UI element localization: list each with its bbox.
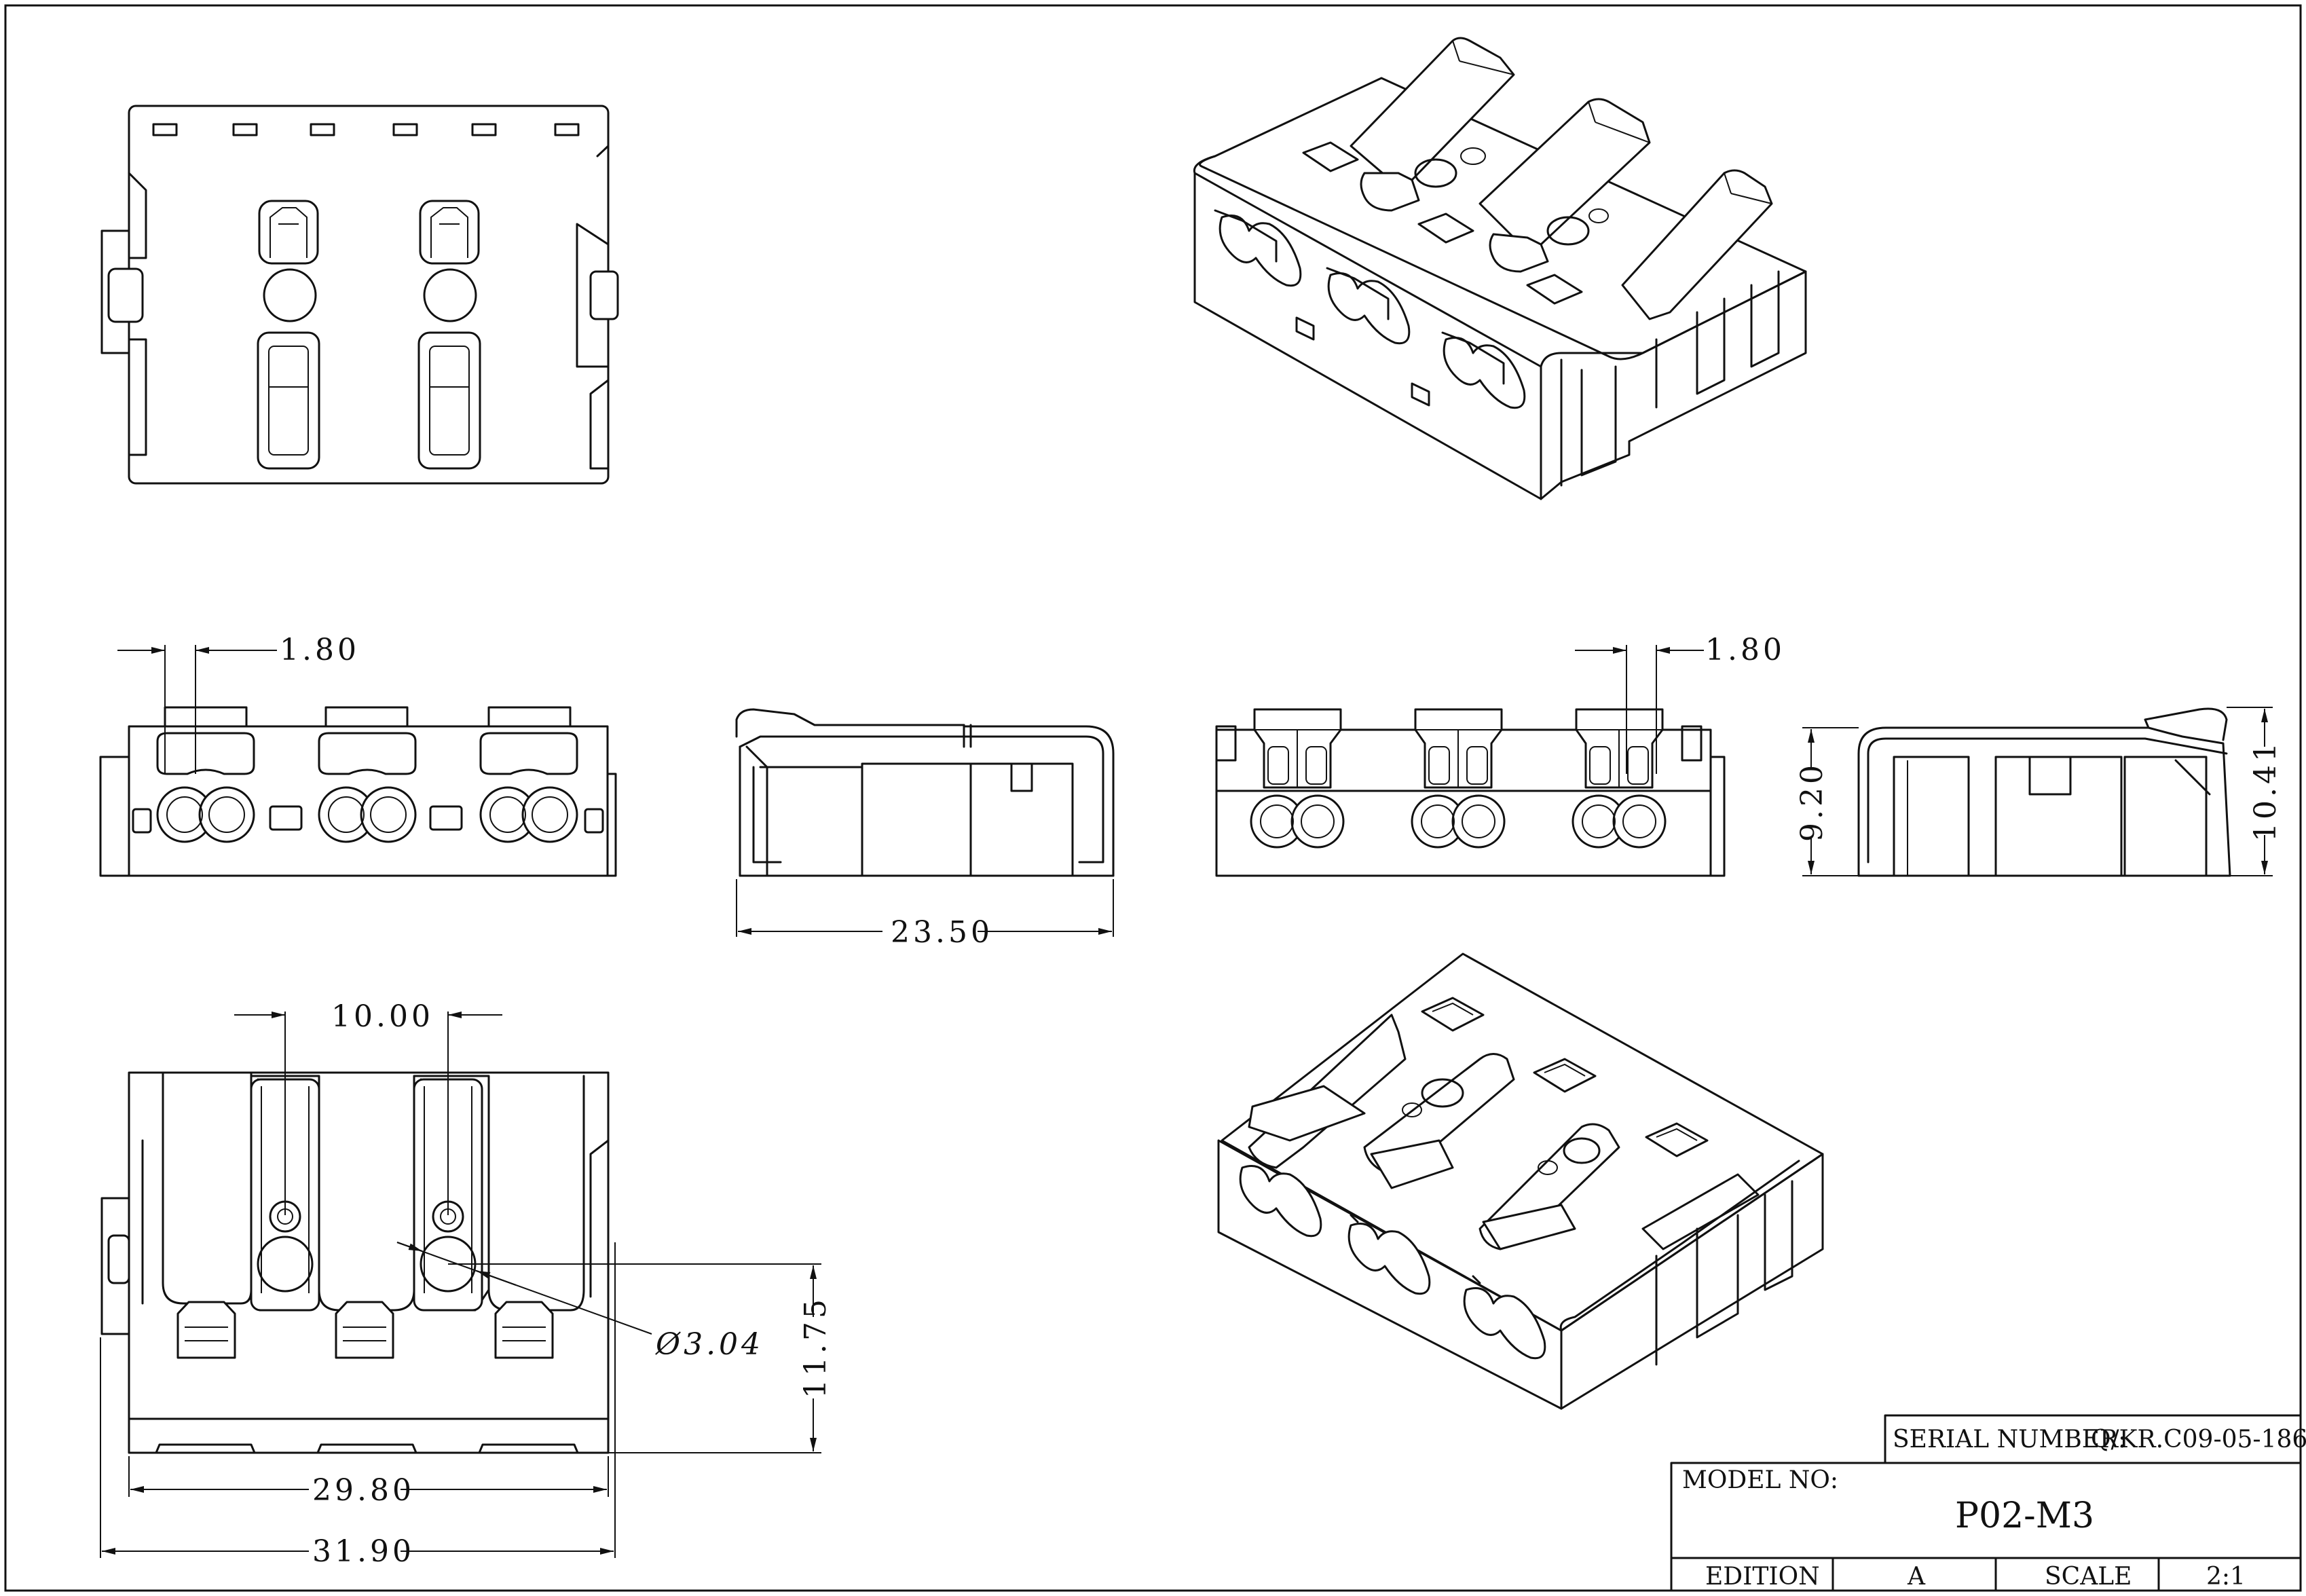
bottom-view <box>100 1071 610 1454</box>
isometric-view-top <box>1193 37 1807 500</box>
sheet-border <box>4 4 2302 1592</box>
dim-label-29.80: 29.80 <box>312 1473 415 1508</box>
side-view-right <box>1857 707 2231 877</box>
dim-label-10.00: 10.00 <box>331 999 434 1034</box>
edition-label: EDITION <box>1705 1563 1820 1591</box>
dim-23.50: 23.50 <box>736 879 1114 950</box>
side-view-middle <box>735 708 1115 877</box>
serial-number-value: Q/KR.C09-05-186 <box>2091 1426 2306 1453</box>
scale-value: 2:1 <box>2206 1563 2246 1591</box>
model-number-value: P02-M3 <box>1955 1496 2094 1536</box>
title-block: SERIAL NUMBER: Q/KR.C09-05-186 MODEL NO:… <box>1670 1414 2306 1592</box>
dim-9.20: 9.20 <box>1795 727 1859 876</box>
dim-label-10.41: 10.41 <box>2248 739 2283 842</box>
dim-label-31.90: 31.90 <box>312 1534 415 1569</box>
dim-1.80-left: 1.80 <box>117 633 360 774</box>
dim-29.80: 29.80 <box>128 1456 609 1508</box>
dim-label-23.50: 23.50 <box>891 915 993 950</box>
dim-label-9.20: 9.20 <box>1795 762 1829 842</box>
dim-11.75: 11.75 <box>448 1263 833 1453</box>
top-view <box>100 105 619 485</box>
dim-10.00: 10.00 <box>234 999 502 1215</box>
dim-10.41: 10.41 <box>2227 707 2283 876</box>
isometric-view-bottom <box>1217 952 1824 1410</box>
dim-label-diameter: Ø3.04 <box>655 1327 764 1362</box>
serial-number-label: SERIAL NUMBER: <box>1893 1426 2126 1453</box>
dim-label-11.75: 11.75 <box>798 1296 833 1398</box>
scale-label: SCALE <box>2045 1563 2132 1591</box>
dim-31.90: 31.90 <box>100 1242 616 1569</box>
front-view-left <box>99 706 617 877</box>
dim-diameter: Ø3.04 <box>396 1242 764 1362</box>
dim-1.80-right: 1.80 <box>1575 633 1785 774</box>
edition-value: A <box>1907 1563 1926 1591</box>
dim-label-1.80-left: 1.80 <box>280 633 360 667</box>
dim-label-1.80-right: 1.80 <box>1705 633 1785 667</box>
rear-view <box>1215 708 1726 877</box>
model-number-label: MODEL NO: <box>1682 1466 1838 1494</box>
